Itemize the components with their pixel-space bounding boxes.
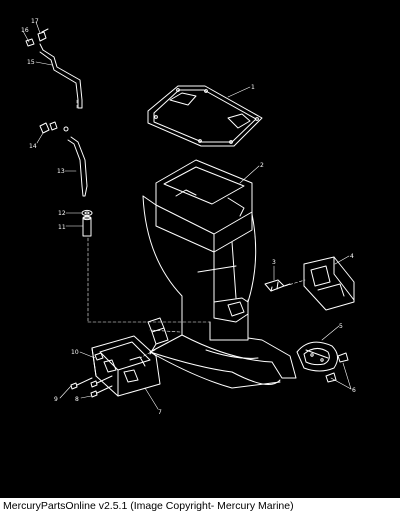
callout-1: 1 — [251, 84, 255, 91]
part-5-cover — [296, 341, 338, 372]
part-7-lower-mount — [91, 335, 161, 397]
callout-11: 11 — [58, 224, 66, 231]
assembly-lines — [76, 99, 306, 359]
image-caption: MercuryPartsOnline v2.5.1 (Image Copyrig… — [3, 500, 294, 512]
part-3-fitting — [264, 279, 291, 292]
part-2-driveshaft-housing — [142, 159, 297, 389]
part-9-bolt — [70, 377, 93, 390]
part-14-grommets — [39, 121, 69, 134]
callout-15: 15 — [27, 59, 35, 66]
callout-2: 2 — [260, 162, 264, 169]
part-10-nut — [94, 352, 104, 361]
part-16-nut — [25, 38, 35, 47]
part-6-screws — [325, 352, 349, 383]
callout-13: 13 — [57, 168, 65, 175]
part-15-rod — [39, 43, 83, 109]
part-4-upper-mount — [303, 256, 355, 311]
callout-5: 5 — [339, 323, 343, 330]
part-11-sleeve — [82, 215, 92, 237]
callout-17: 17 — [31, 18, 39, 25]
callout-14: 14 — [29, 143, 37, 150]
part-17-clip — [37, 28, 49, 42]
part-12-washer — [81, 209, 93, 217]
leader-lines — [22, 21, 352, 410]
part-stud-mount — [147, 317, 169, 355]
callout-labels: 1 2 3 4 5 6 7 8 9 10 11 12 13 14 15 16 1… — [21, 18, 356, 416]
callout-7: 7 — [158, 409, 162, 416]
callout-4: 4 — [350, 253, 354, 260]
part-1-gasket — [147, 85, 263, 147]
callout-6: 6 — [352, 387, 356, 394]
part-8-bolts — [90, 375, 113, 398]
callout-9: 9 — [54, 396, 58, 403]
callout-12: 12 — [58, 210, 66, 217]
callout-8: 8 — [75, 396, 79, 403]
exploded-parts-diagram: 1 2 3 4 5 6 7 8 9 10 11 12 13 14 15 16 1… — [0, 0, 400, 498]
callout-3: 3 — [272, 259, 276, 266]
callout-16: 16 — [21, 27, 29, 34]
callout-10: 10 — [71, 349, 79, 356]
part-13-tube — [67, 136, 88, 197]
